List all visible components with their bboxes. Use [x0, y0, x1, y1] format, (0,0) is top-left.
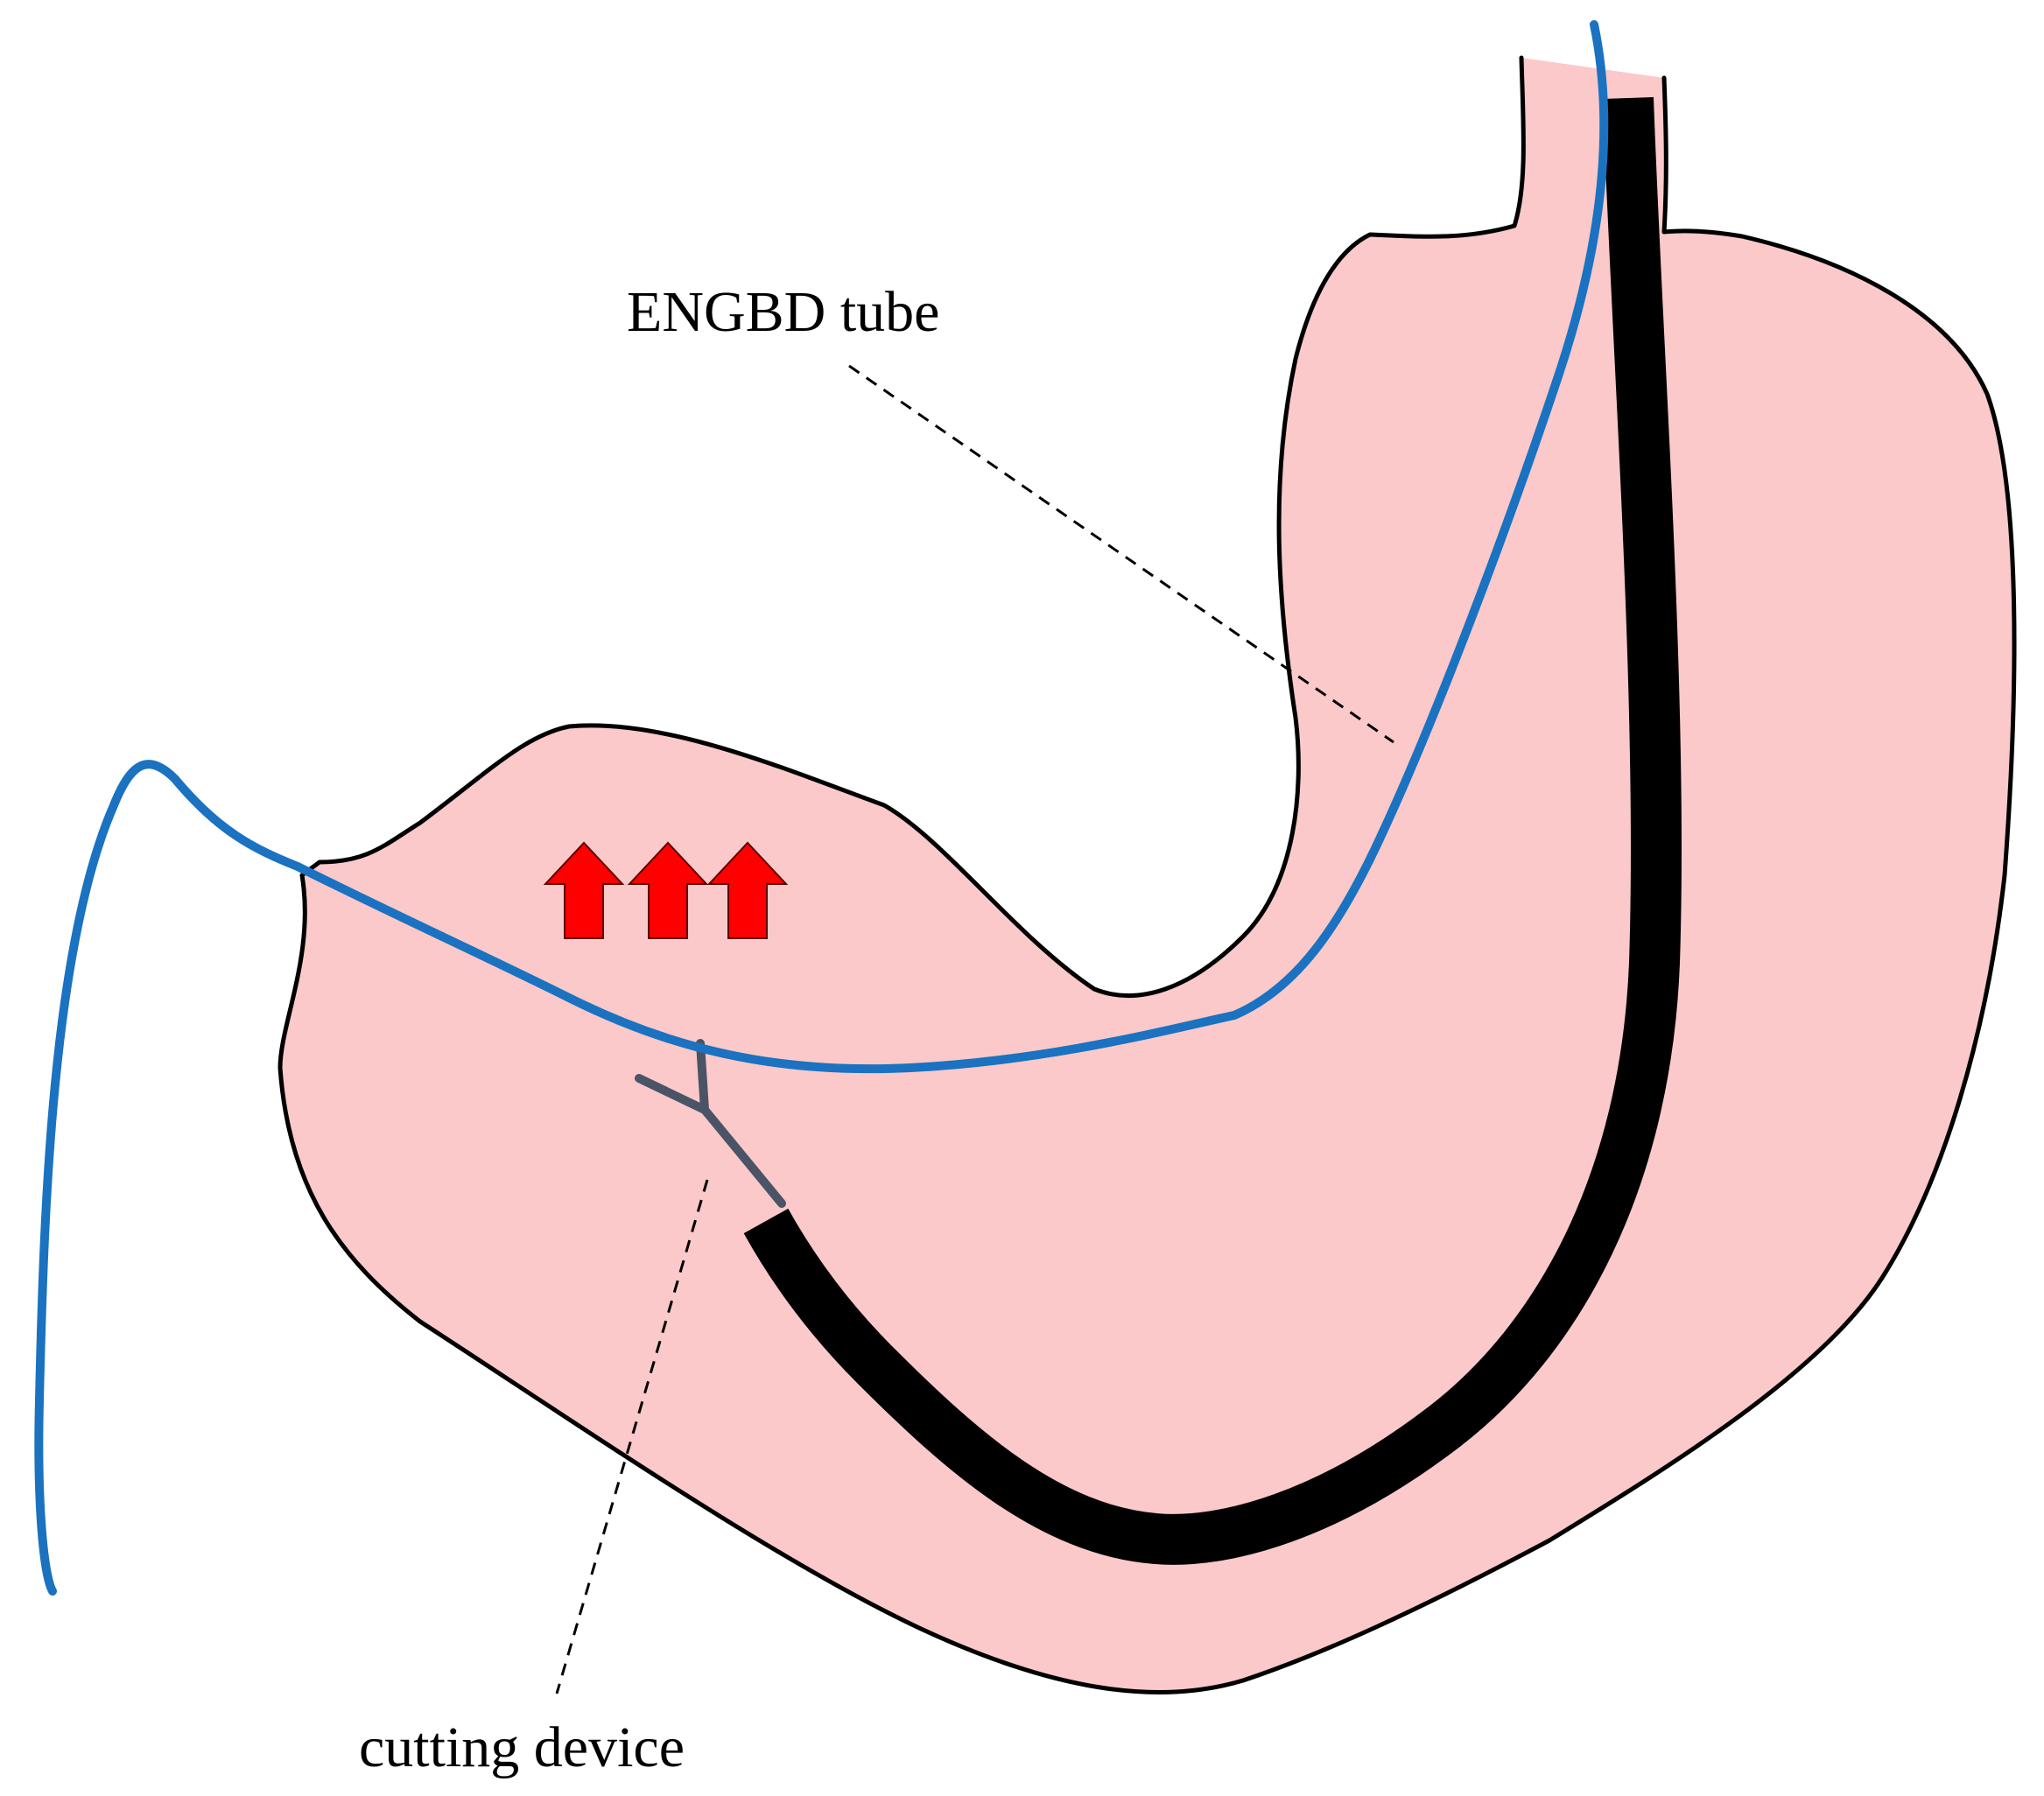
endoscope [743, 96, 1682, 1565]
up-arrow-icon [627, 841, 709, 939]
engbd-tube-label: ENGBD tube [627, 280, 939, 344]
cutting-device-leader-line [555, 1179, 709, 1694]
up-arrow-icon [543, 841, 625, 939]
stomach-outline [277, 55, 2017, 1694]
cutting-device-label: cutting device [359, 1715, 685, 1779]
cutting-device [635, 1039, 786, 1208]
engbd-tube-leader-line [848, 364, 1394, 744]
up-arrow-icon [706, 841, 789, 939]
up-arrows [543, 841, 789, 939]
stomach-body [280, 58, 2015, 1693]
engbd-tube [34, 20, 1609, 1596]
